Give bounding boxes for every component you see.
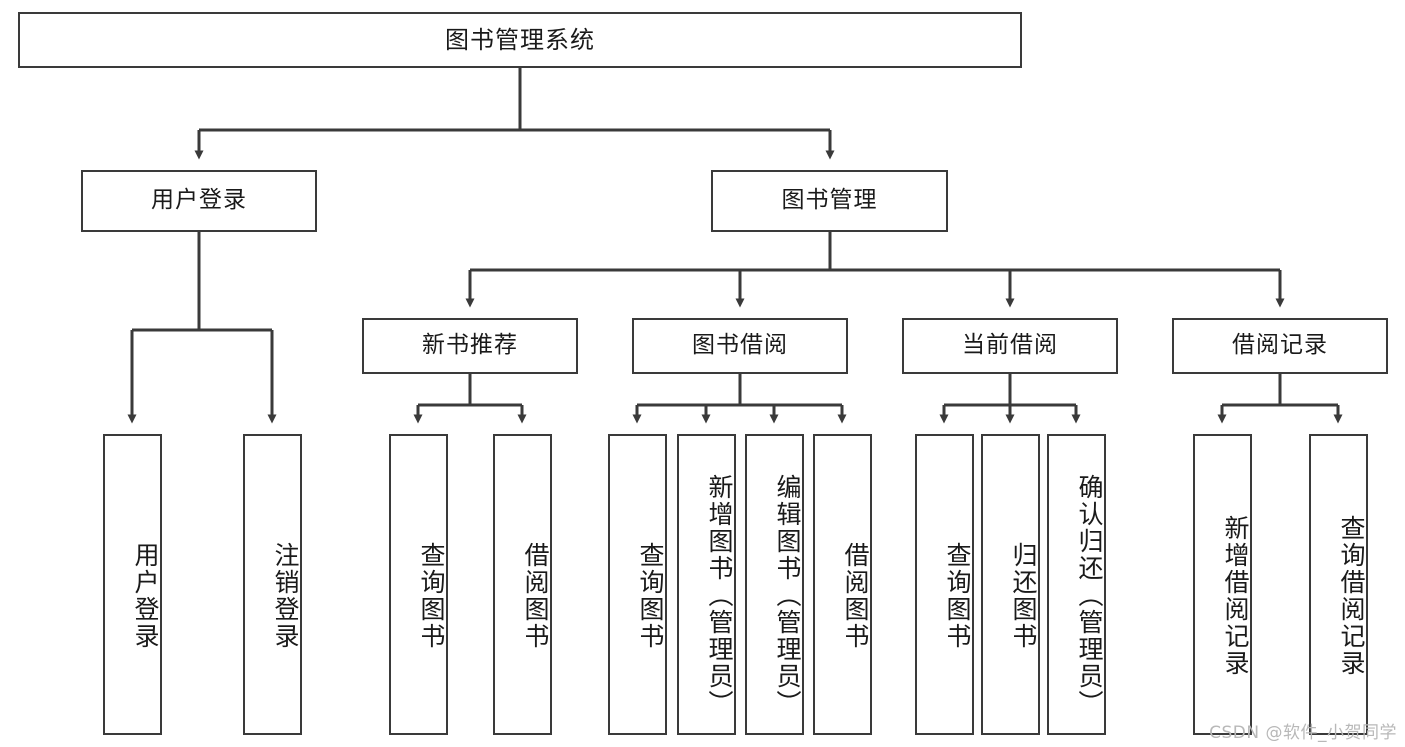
- node-leaf-add-record-label: 新增借阅记录: [1221, 514, 1250, 677]
- node-leaf-query-record[interactable]: 查询借阅记录: [1309, 434, 1368, 735]
- node-new-book-recommend-label: 新书推荐: [422, 332, 518, 359]
- node-leaf-query-book-3-label: 查询图书: [943, 541, 972, 650]
- node-leaf-return-book[interactable]: 归还图书: [981, 434, 1040, 735]
- node-book-borrow-label: 图书借阅: [692, 332, 788, 359]
- node-leaf-query-book-2-label: 查询图书: [636, 541, 665, 650]
- node-current-borrow[interactable]: 当前借阅: [902, 318, 1118, 374]
- node-borrow-record[interactable]: 借阅记录: [1172, 318, 1388, 374]
- node-leaf-edit-book-label: 编辑图书（管理员）: [773, 474, 802, 717]
- node-leaf-logout-login-label: 注销登录: [271, 541, 300, 650]
- node-leaf-add-book-label: 新增图书（管理员）: [705, 474, 734, 717]
- node-leaf-borrow-book-1-label: 借阅图书: [521, 541, 550, 650]
- node-leaf-query-book-2[interactable]: 查询图书: [608, 434, 667, 735]
- node-leaf-query-book-1-label: 查询图书: [417, 541, 446, 650]
- node-leaf-logout-login[interactable]: 注销登录: [243, 434, 302, 735]
- node-root-label: 图书管理系统: [445, 25, 595, 54]
- node-leaf-user-login[interactable]: 用户登录: [103, 434, 162, 735]
- node-leaf-add-record[interactable]: 新增借阅记录: [1193, 434, 1252, 735]
- node-leaf-edit-book[interactable]: 编辑图书（管理员）: [745, 434, 804, 735]
- node-leaf-query-record-label: 查询借阅记录: [1337, 514, 1366, 677]
- node-current-borrow-label: 当前借阅: [962, 332, 1058, 359]
- watermark-text: CSDN @软件_小贺同学: [1209, 723, 1397, 743]
- node-leaf-borrow-book-2-label: 借阅图书: [841, 541, 870, 650]
- node-root[interactable]: 图书管理系统: [18, 12, 1022, 68]
- node-leaf-confirm-return-label: 确认归还（管理员）: [1075, 474, 1104, 717]
- node-leaf-confirm-return[interactable]: 确认归还（管理员）: [1047, 434, 1106, 735]
- node-leaf-query-book-1[interactable]: 查询图书: [389, 434, 448, 735]
- node-leaf-borrow-book-1[interactable]: 借阅图书: [493, 434, 552, 735]
- node-new-book-recommend[interactable]: 新书推荐: [362, 318, 578, 374]
- node-leaf-borrow-book-2[interactable]: 借阅图书: [813, 434, 872, 735]
- node-book-borrow[interactable]: 图书借阅: [632, 318, 848, 374]
- node-borrow-record-label: 借阅记录: [1232, 332, 1328, 359]
- node-leaf-user-login-label: 用户登录: [131, 541, 160, 650]
- node-leaf-add-book[interactable]: 新增图书（管理员）: [677, 434, 736, 735]
- node-book-management[interactable]: 图书管理: [711, 170, 948, 232]
- node-user-login[interactable]: 用户登录: [81, 170, 317, 232]
- node-leaf-return-book-label: 归还图书: [1009, 541, 1038, 650]
- node-user-login-label: 用户登录: [151, 187, 247, 214]
- node-leaf-query-book-3[interactable]: 查询图书: [915, 434, 974, 735]
- node-book-management-label: 图书管理: [781, 187, 878, 214]
